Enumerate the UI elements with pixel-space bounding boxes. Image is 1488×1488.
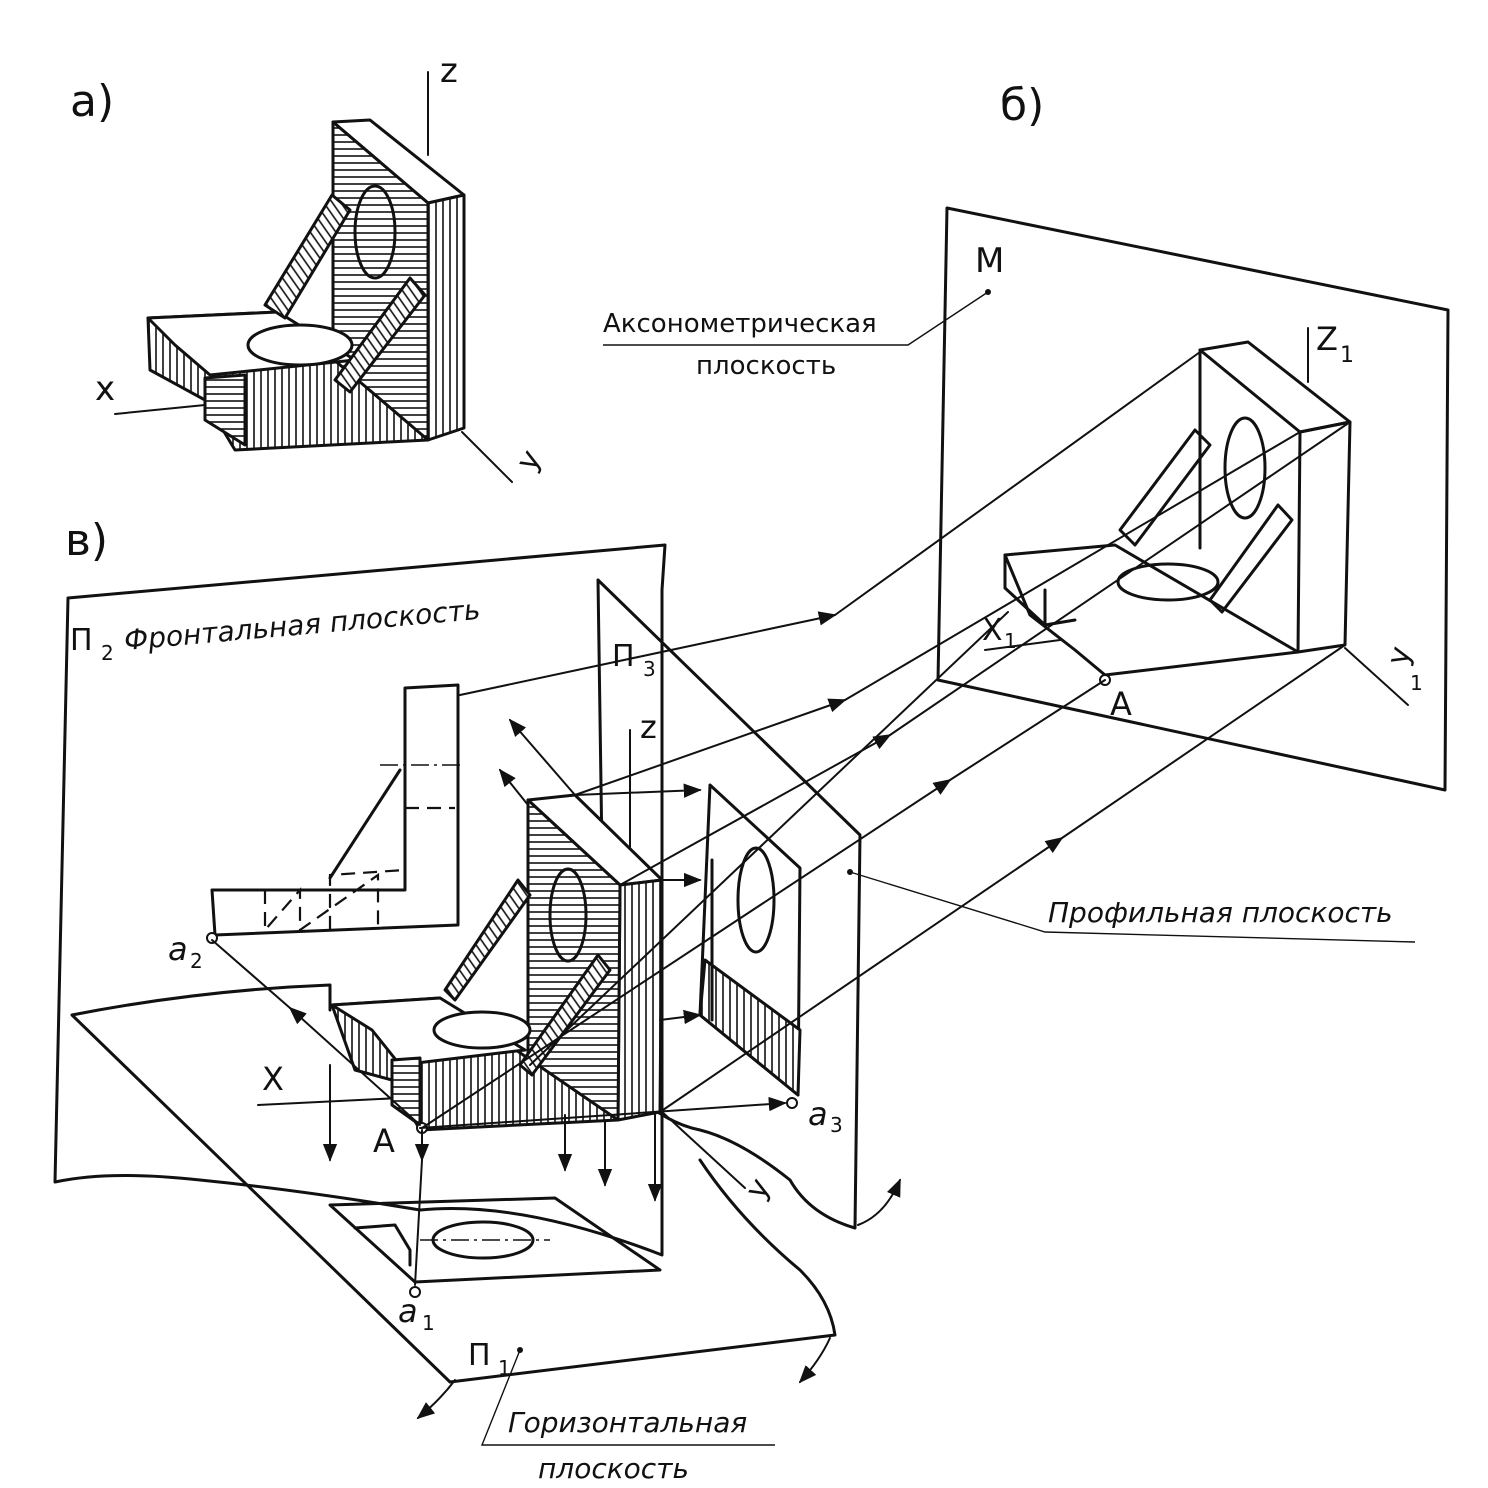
horizontal-plane-sub: 1 bbox=[498, 1356, 511, 1380]
point-a2 bbox=[206, 932, 218, 944]
horizontal-plane-fold-arrow-right bbox=[798, 1337, 831, 1384]
figure-b-y-axis bbox=[1344, 647, 1409, 706]
figure-a-x-label: x bbox=[95, 369, 115, 409]
projection-rays-axonometric bbox=[421, 351, 1351, 1129]
axonometric-plane-name: М bbox=[975, 241, 1004, 281]
profile-projection-hole bbox=[736, 846, 776, 954]
projection-rays-frontal bbox=[211, 718, 576, 1126]
figure-b-right-face bbox=[1296, 420, 1352, 654]
profile-plane-symbol: П bbox=[612, 639, 635, 674]
figure-v-y-axis bbox=[659, 1109, 746, 1189]
horizontal-plane-caption-2: плоскость bbox=[538, 1452, 689, 1485]
profile-plane-leader bbox=[849, 871, 1416, 943]
figure-b-y-sub: 1 bbox=[1410, 671, 1423, 695]
figure-a-hole-vertical bbox=[353, 184, 397, 280]
profile-plane-sub: 3 bbox=[643, 657, 656, 681]
horizontal-plane-fold-arrow-left bbox=[416, 1379, 456, 1420]
profile-plane-caption: Профильная плоскость bbox=[1048, 896, 1393, 929]
figure-a-x-axis bbox=[114, 404, 206, 415]
point-a1-label: a bbox=[398, 1292, 418, 1330]
axonometric-plane bbox=[936, 206, 1450, 792]
frontal-projection-hidden-2 bbox=[328, 700, 407, 930]
figure-a-y-label: y bbox=[510, 444, 549, 477]
figure-b-z-label: Z bbox=[1316, 320, 1338, 358]
figure-v-x-label: X bbox=[262, 1060, 284, 1098]
point-a2-label: a bbox=[168, 930, 188, 968]
figure-v-y-label: y bbox=[739, 1172, 778, 1205]
point-a3-sub: 3 bbox=[830, 1113, 843, 1137]
figure-b: б) М Аксонометрическая плоскость Z 1 X 1… bbox=[603, 80, 1450, 792]
figure-a-hole-horizontal bbox=[246, 323, 354, 367]
figure-a-z-label: z bbox=[440, 51, 458, 91]
horizontal-plane-leader bbox=[480, 1349, 775, 1446]
figure-a-rib-left bbox=[263, 193, 352, 320]
frontal-plane-symbol: П bbox=[70, 623, 93, 658]
figure-v-part bbox=[330, 793, 664, 1132]
part-rib-left bbox=[443, 878, 532, 1002]
frontal-plane bbox=[53, 543, 667, 1257]
figure-a-right-face bbox=[426, 193, 466, 442]
frontal-plane-sub: 2 bbox=[101, 641, 114, 665]
point-a1 bbox=[409, 1286, 421, 1298]
figure-b-x-sub: 1 bbox=[1004, 629, 1017, 653]
horizontal-projection bbox=[328, 1196, 662, 1284]
figure-b-hole-horizontal bbox=[1116, 562, 1220, 602]
figure-b-hole-vertical bbox=[1223, 416, 1267, 520]
profile-projection bbox=[698, 783, 802, 1097]
part-right-face bbox=[616, 878, 664, 1122]
horizontal-projection-edges bbox=[353, 1223, 412, 1267]
frontal-projection bbox=[210, 683, 462, 937]
figure-v-z-label: z bbox=[640, 708, 657, 746]
figure-b-part bbox=[1003, 340, 1352, 677]
figure-a-label: а) bbox=[70, 76, 114, 127]
point-a3 bbox=[786, 1097, 798, 1109]
figure-b-point-a-label: A bbox=[1110, 685, 1132, 723]
horizontal-projection-outline bbox=[328, 1196, 662, 1284]
point-A-label: A bbox=[373, 1122, 395, 1160]
point-a3-label: a bbox=[808, 1095, 828, 1133]
profile-plane-fold-arrow bbox=[857, 1178, 901, 1226]
figure-v: в) П 2 Фронтальная плоскость П 3 Профиль… bbox=[53, 351, 1416, 1485]
figure-a-rib-right bbox=[333, 276, 427, 394]
figure-b-z-sub: 1 bbox=[1340, 343, 1354, 368]
point-a1-sub: 1 bbox=[422, 1311, 435, 1335]
figure-b-label: б) bbox=[1000, 80, 1044, 131]
axonometric-plane-caption-1: Аксонометрическая bbox=[603, 309, 877, 339]
figure-a-part bbox=[146, 118, 466, 452]
figure-v-label: в) bbox=[65, 515, 108, 566]
axonometric-plane-caption-2: плоскость bbox=[696, 351, 836, 381]
part-hole-vertical bbox=[548, 867, 588, 963]
figure-b-rib-right bbox=[1208, 503, 1294, 614]
part-hole-horizontal bbox=[432, 1010, 532, 1050]
horizontal-plane bbox=[70, 983, 837, 1384]
part-rib-right bbox=[518, 953, 612, 1077]
figure-a-y-axis bbox=[461, 431, 513, 483]
projection-rays-profile bbox=[419, 783, 787, 1129]
part-slot bbox=[390, 1056, 422, 1127]
frontal-projection-outline bbox=[210, 683, 460, 937]
profile-projection-base bbox=[698, 958, 802, 1097]
frontal-projection-hidden-3 bbox=[263, 872, 380, 933]
horizontal-plane-symbol: П bbox=[468, 1338, 491, 1373]
figure-b-rib-left bbox=[1118, 428, 1212, 547]
figure-b-base-front bbox=[1003, 553, 1077, 627]
axonometric-plane-leader bbox=[603, 291, 989, 346]
frontal-projection-rib bbox=[328, 768, 402, 880]
point-a2-sub: 2 bbox=[190, 949, 203, 973]
horizontal-plane-caption-1: Горизонтальная bbox=[508, 1406, 747, 1439]
frontal-plane-caption: Фронтальная плоскость bbox=[123, 593, 482, 657]
figure-a-slot bbox=[203, 373, 247, 447]
figure-b-y-label: y bbox=[1380, 643, 1418, 669]
figure-a: а) z x y bbox=[70, 51, 549, 483]
projection-rays-horizontal bbox=[322, 1064, 663, 1286]
